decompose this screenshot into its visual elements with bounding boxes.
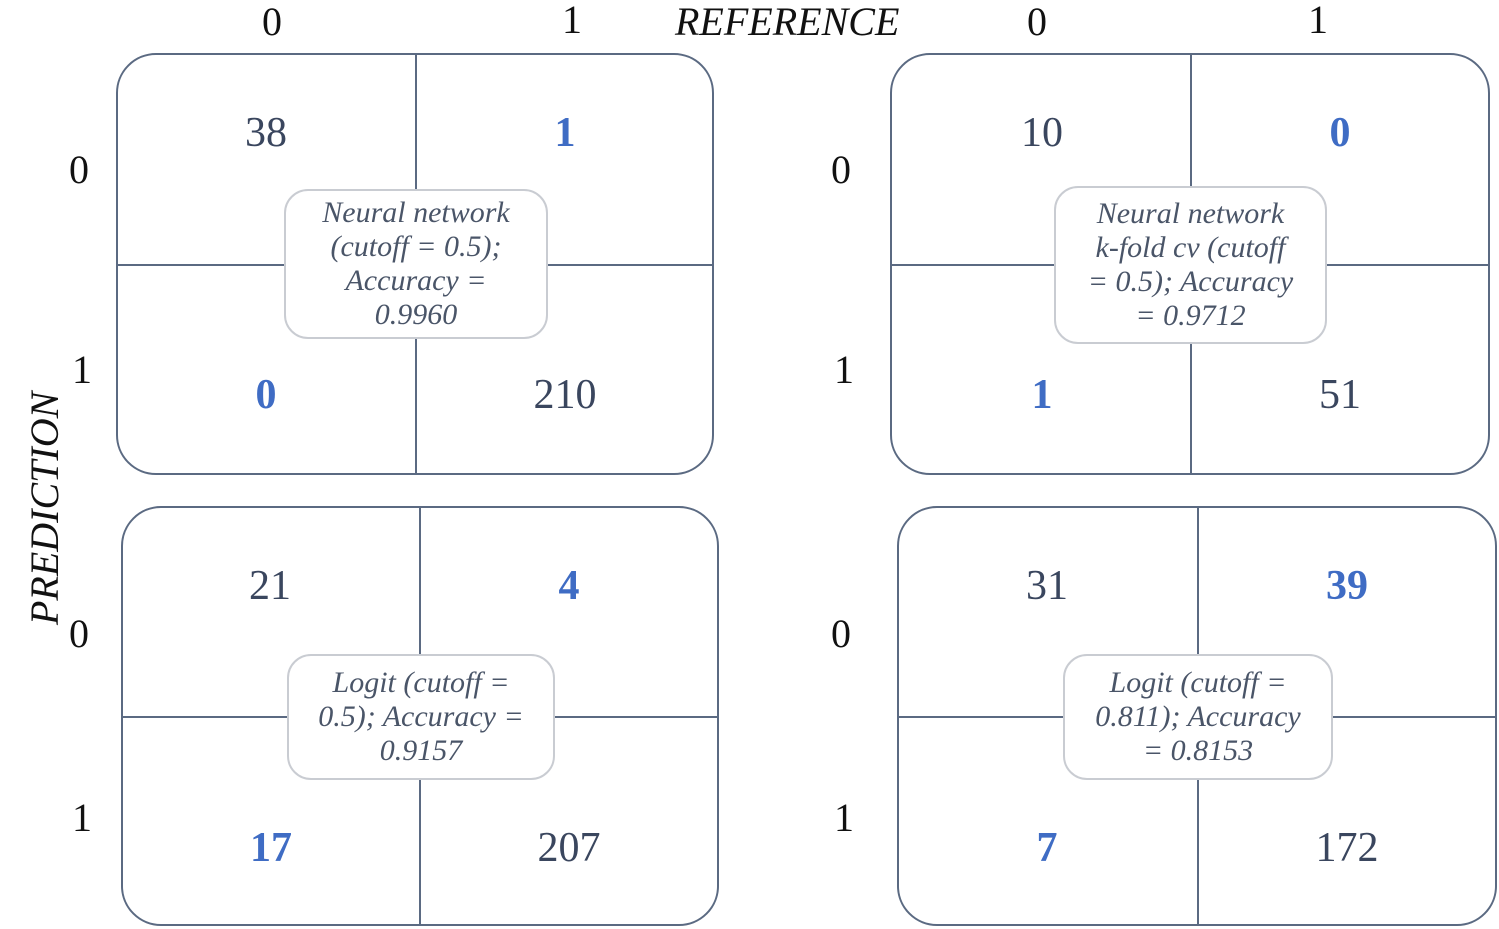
- cell-true-positive: 207: [537, 825, 601, 871]
- cell-false-negative: 0: [1329, 110, 1351, 156]
- matrix-caption: Logit (cutoff = 0.5); Accuracy = 0.9157: [287, 654, 555, 780]
- caption-line: Logit (cutoff =: [1109, 666, 1287, 699]
- cell-true-positive: 210: [533, 372, 597, 418]
- prediction-axis-title: PREDICTION: [22, 391, 67, 625]
- prediction-label-1-bottom-right: 1: [834, 795, 854, 840]
- caption-line: 0.5); Accuracy =: [318, 700, 524, 733]
- prediction-label-0-top-right: 0: [831, 147, 851, 192]
- cell-false-negative: 4: [558, 563, 580, 609]
- caption-line: k-fold cv (cutoff: [1095, 231, 1286, 264]
- caption-line: Accuracy =: [345, 264, 487, 297]
- cell-false-negative: 39: [1326, 563, 1368, 609]
- reference-axis-title: REFERENCE: [675, 0, 900, 44]
- caption-line: (cutoff = 0.5);: [330, 230, 502, 263]
- prediction-label-0-bottom-right: 0: [831, 611, 851, 656]
- reference-label-1-right: 1: [1308, 0, 1328, 42]
- confusion-matrix-logit-05: 21 4 17 207 Logit (cutoff = 0.5); Accura…: [121, 506, 719, 926]
- caption-line: Neural network: [1096, 197, 1285, 230]
- cell-true-positive: 51: [1319, 372, 1361, 418]
- prediction-label-0-top-left: 0: [69, 147, 89, 192]
- reference-label-0-left: 0: [262, 0, 282, 44]
- confusion-matrix-neural-network-kfold: 10 0 1 51 Neural network k-fold cv (cuto…: [890, 53, 1490, 475]
- caption-line: = 0.8153: [1142, 734, 1254, 767]
- cell-true-negative: 38: [245, 110, 287, 156]
- cell-false-positive: 0: [255, 372, 277, 418]
- prediction-label-1-top-left: 1: [72, 347, 92, 392]
- cell-false-positive: 7: [1036, 825, 1058, 871]
- confusion-matrix-neural-network: 38 1 0 210 Neural network (cutoff = 0.5)…: [116, 53, 714, 475]
- cell-false-positive: 1: [1031, 372, 1053, 418]
- cell-true-negative: 21: [249, 563, 291, 609]
- caption-line: = 0.9712: [1135, 299, 1246, 332]
- cell-true-negative: 31: [1026, 563, 1068, 609]
- reference-label-1-left: 1: [562, 0, 582, 42]
- matrix-caption: Neural network k-fold cv (cutoff = 0.5);…: [1054, 186, 1327, 344]
- prediction-label-0-bottom-left: 0: [69, 611, 89, 656]
- caption-line: 0.9157: [379, 734, 463, 767]
- caption-line: Logit (cutoff =: [332, 666, 510, 699]
- prediction-label-1-top-right: 1: [834, 347, 854, 392]
- cell-true-positive: 172: [1315, 825, 1379, 871]
- matrix-caption: Neural network (cutoff = 0.5); Accuracy …: [284, 189, 548, 339]
- reference-label-0-right: 0: [1027, 0, 1047, 44]
- matrix-caption: Logit (cutoff = 0.811); Accuracy = 0.815…: [1063, 654, 1333, 780]
- cell-true-negative: 10: [1021, 110, 1063, 156]
- caption-line: Neural network: [322, 196, 510, 229]
- caption-line: = 0.5); Accuracy: [1087, 265, 1294, 298]
- cell-false-negative: 1: [554, 110, 576, 156]
- caption-line: 0.811); Accuracy: [1095, 700, 1301, 733]
- cell-false-positive: 17: [250, 825, 292, 871]
- prediction-label-1-bottom-left: 1: [72, 795, 92, 840]
- caption-line: 0.9960: [374, 298, 458, 331]
- confusion-matrix-logit-0811: 31 39 7 172 Logit (cutoff = 0.811); Accu…: [897, 506, 1497, 926]
